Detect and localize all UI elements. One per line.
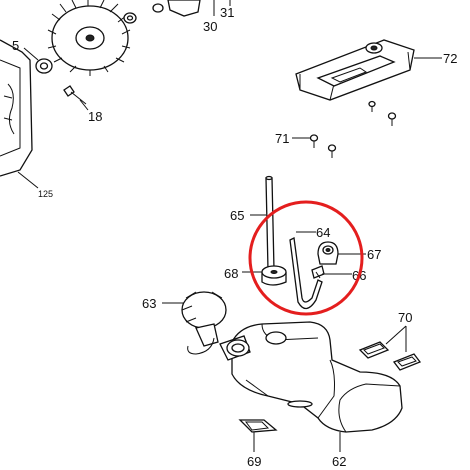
fuel-pipe-64-part [289, 237, 323, 310]
callout-71: 71 [275, 131, 289, 146]
callout-5: 5 [12, 38, 19, 53]
clutch-part [167, 0, 201, 17]
clip-66-part [311, 265, 325, 279]
callout-68: 68 [224, 266, 238, 281]
callout-69: 69 [247, 454, 261, 469]
seal-part [35, 58, 53, 74]
nut-part [152, 3, 164, 13]
highlight-circle [248, 200, 364, 316]
callout-30: 30 [203, 19, 217, 34]
callout-63: 63 [142, 296, 156, 311]
filter-68-part [261, 265, 287, 286]
callout-65: 65 [230, 208, 244, 223]
rubber-pad-70-part [358, 341, 422, 371]
washer-part [123, 12, 137, 24]
fuel-hose-65-part [265, 175, 275, 271]
grommet-67-part [317, 241, 339, 265]
fuel-cap-part [181, 291, 227, 355]
engine-housing-part [0, 39, 33, 177]
fuel-tank-part [219, 321, 403, 433]
flywheel-part [47, 0, 131, 76]
screw-part [368, 100, 397, 126]
callout-67: 67 [367, 247, 381, 262]
rubber-pad-69-part [238, 419, 278, 433]
callout-18: 18 [88, 109, 102, 124]
callout-31: 31 [220, 5, 234, 20]
callout-72: 72 [443, 51, 457, 66]
screw-71-part [309, 134, 337, 158]
callout-62: 62 [332, 454, 346, 469]
callout-64: 64 [316, 225, 330, 240]
bolt-18-part [63, 85, 87, 105]
callout-70: 70 [398, 310, 412, 325]
callout-125: 125 [38, 189, 53, 199]
mounting-plate-part [295, 39, 415, 101]
